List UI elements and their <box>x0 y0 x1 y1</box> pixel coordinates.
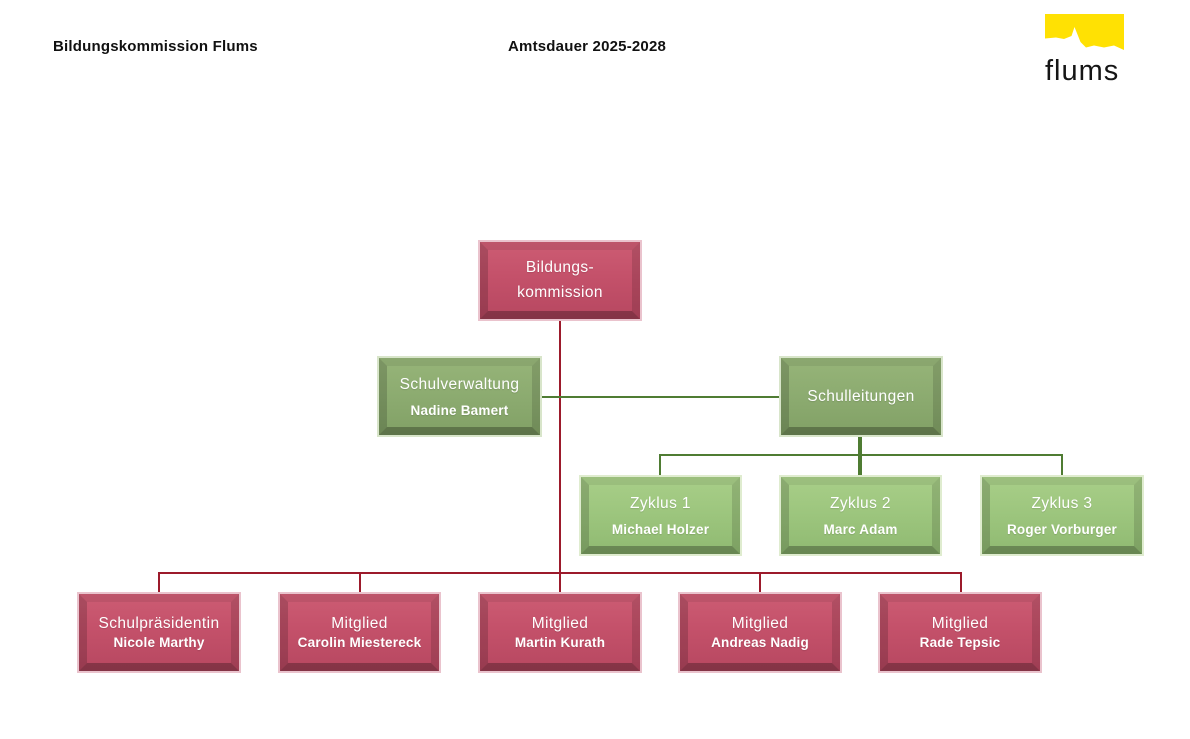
node-person: Rade Tepsic <box>919 635 1001 650</box>
org-node-zyklus-2: Zyklus 2 Marc Adam <box>779 475 942 556</box>
org-node-mitglied-kurath: Mitglied Martin Kurath <box>478 592 642 673</box>
node-title: Mitglied <box>531 615 589 632</box>
connector-member1-drop <box>158 572 160 592</box>
org-node-schulpraesidentin: Schulpräsidentin Nicole Marthy <box>77 592 241 673</box>
connector-members-horizontal <box>158 572 962 574</box>
flums-logo: flums <box>1045 14 1125 86</box>
node-person: Marc Adam <box>823 521 898 537</box>
org-node-mitglied-tepsic: Mitglied Rade Tepsic <box>878 592 1042 673</box>
node-title: Schulleitungen <box>807 387 915 405</box>
logo-wordmark: flums <box>1045 55 1120 87</box>
org-node-schulleitungen: Schulleitungen <box>779 356 943 437</box>
node-title: Zyklus 3 <box>1031 494 1093 512</box>
node-person: Nicole Marthy <box>113 635 205 650</box>
node-person: Nadine Bamert <box>410 402 509 418</box>
mountain-icon <box>1045 14 1125 56</box>
org-node-mitglied-nadig: Mitglied Andreas Nadig <box>678 592 842 673</box>
org-node-mitglied-miestereck: Mitglied Carolin Miestereck <box>278 592 441 673</box>
connector-member2-drop <box>359 572 361 592</box>
node-title: Mitglied <box>931 615 989 632</box>
node-title-line1: Bildungs- <box>525 259 595 276</box>
node-title: Schulverwaltung <box>399 375 520 393</box>
connector-schulverwaltung-schulleitungen <box>542 396 779 398</box>
node-person: Michael Holzer <box>611 521 710 537</box>
node-person: Carolin Miestereck <box>297 635 422 650</box>
node-person: Martin Kurath <box>514 635 606 650</box>
node-person: Roger Vorburger <box>1006 521 1117 537</box>
org-node-zyklus-3: Zyklus 3 Roger Vorburger <box>980 475 1144 556</box>
term-of-office-label: Amtsdauer 2025-2028 <box>508 38 667 55</box>
connector-zyklus3-drop <box>1061 454 1063 475</box>
connector-zyklus1-drop <box>659 454 661 475</box>
node-title: Zyklus 2 <box>830 494 891 512</box>
connector-member4-drop <box>759 572 761 592</box>
node-title: Mitglied <box>731 615 789 632</box>
node-title: Zyklus 1 <box>630 494 691 512</box>
org-node-bildungskommission: Bildungs- kommission <box>478 240 642 321</box>
connector-root-vertical <box>559 321 561 592</box>
connector-member5-drop <box>960 572 962 592</box>
node-title: Schulpräsidentin <box>98 615 220 632</box>
connector-zyklus-horizontal <box>660 454 1063 456</box>
org-node-zyklus-1: Zyklus 1 Michael Holzer <box>579 475 742 556</box>
node-title: Mitglied <box>331 615 388 632</box>
org-node-schulverwaltung: Schulverwaltung Nadine Bamert <box>377 356 542 437</box>
page-title: Bildungskommission Flums <box>53 38 258 55</box>
node-person: Andreas Nadig <box>711 635 809 650</box>
node-title-line2: kommission <box>517 284 603 301</box>
connector-schulleitungen-drop <box>858 437 862 475</box>
